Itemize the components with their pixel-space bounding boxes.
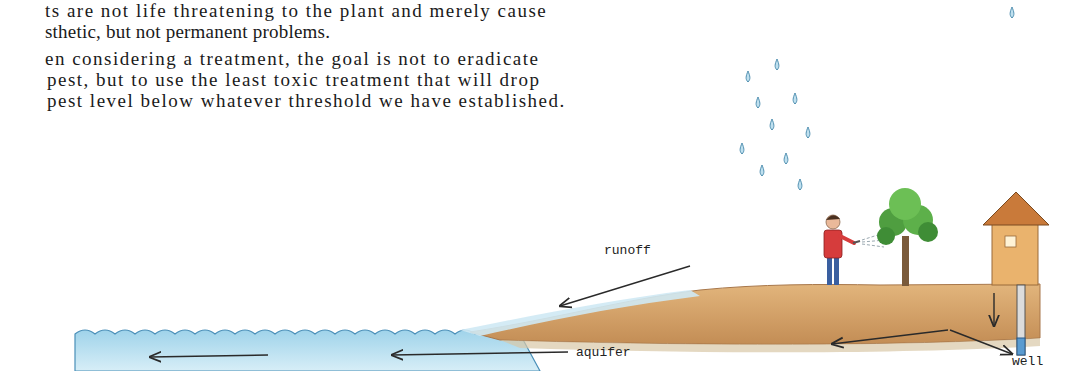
body-text-line: ts are not life threatening to the plant… <box>45 0 547 22</box>
body-text-line: sthetic, but not permanent problems. <box>45 21 330 43</box>
rain-drops <box>740 7 1014 190</box>
flow-arrows <box>150 266 1012 357</box>
house <box>983 192 1049 285</box>
flow-label: runoff <box>604 243 651 258</box>
well-pipe <box>1017 285 1025 355</box>
flow-label: aquifer <box>576 345 631 360</box>
runoff-streak <box>460 290 700 336</box>
body-text-line: pest level below whatever threshold we h… <box>47 90 566 112</box>
water-body <box>75 330 540 371</box>
body-text-line: en considering a treatment, the goal is … <box>45 48 539 70</box>
body-text-line: pest, but to use the least toxic treatme… <box>47 69 540 91</box>
person-spraying <box>824 215 886 285</box>
tree <box>877 188 938 286</box>
flow-label: well <box>1012 354 1043 369</box>
